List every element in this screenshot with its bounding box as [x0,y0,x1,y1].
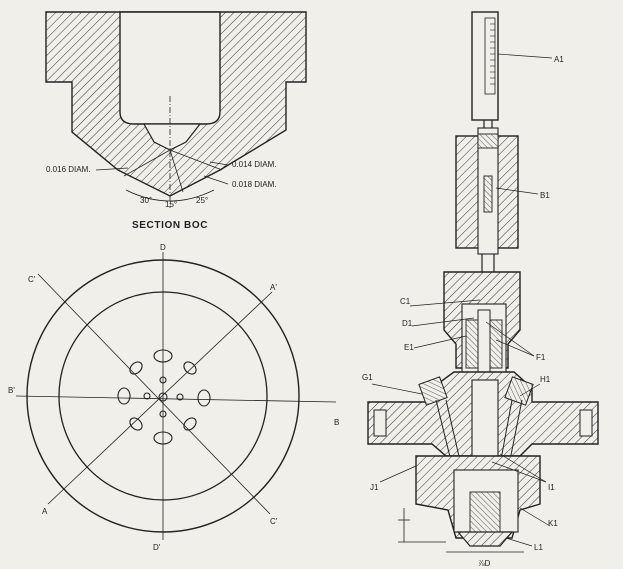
diam-label-right-bottom: 0.018 DIAM. [232,180,276,189]
nozzle-tip [456,531,514,547]
axis-c [37,273,271,515]
valve-stem [477,309,491,381]
part-label: I1 [548,483,555,492]
nozzle-tip-recess [142,123,202,151]
center-hole [158,392,168,402]
part-label: F1 [536,353,546,362]
orifice-hole [143,392,151,400]
leader-lines [371,53,553,547]
diam-label-right-top: 0.014 DIAM. [232,160,276,169]
spring-coil [483,175,493,213]
orifice-hole [117,387,131,405]
right-inlet-plug [504,376,534,406]
orifice-hole [183,417,197,431]
orifice-hole [159,376,167,384]
plan-label-lower-left: A [42,507,48,516]
orifice-line-mid [169,149,184,193]
leader-right-bottom [203,175,229,185]
orifice-hole [183,361,197,375]
orifice-hole [159,410,167,418]
orifice-hole [153,349,173,363]
needle-spring [469,491,501,533]
section-caption: SECTION BOC [132,220,208,231]
orifice-line-left [123,149,171,177]
part-label: K1 [548,519,558,528]
tube-ticks [490,23,495,85]
bottom-dimension-label: ⅞D [478,559,491,568]
plan-label-bottom: D' [153,543,161,552]
orifice-hole [129,417,143,431]
tube-scale [484,17,496,95]
orifice-hole [129,361,143,375]
plan-label-lower-right: C' [270,517,278,526]
plan-label-left: B' [8,386,15,395]
right-flange-hole [579,409,593,437]
plan-label-upper-right: A' [270,283,277,292]
plan-label-right: B [334,418,339,427]
orifice-hole [176,393,184,401]
part-label: E1 [404,343,414,352]
axis-a [47,291,273,505]
plan-label-upper-left: C' [28,275,36,284]
part-label: L1 [534,543,543,552]
plan-label-top: D [160,243,166,252]
section-view: 0.016 DIAM. 0.014 DIAM. 0.018 DIAM. 30° … [45,11,307,231]
thread-insert [477,133,499,149]
angle-arc [125,189,215,202]
part-label: H1 [540,375,551,384]
leader-left [95,167,129,171]
orifice-hole [197,389,211,407]
part-label: G1 [362,373,373,382]
angle-label-mid: 15° [165,200,177,209]
left-flange-hole [373,409,387,437]
top-tube [471,11,499,121]
leader-right-top [209,161,229,166]
plan-view: D D' C' C' A' A B' B [8,243,339,552]
part-label: A1 [554,55,564,64]
nozzle-bore [119,11,221,125]
orifice-line-right [169,149,223,171]
part-label: D1 [402,319,413,328]
diam-label-left: 0.016 DIAM. [46,165,90,174]
angle-label-right: 25° [196,196,208,205]
orifice-pattern [117,349,211,445]
orifice-hole [153,431,173,445]
angle-label-left: 30° [140,196,152,205]
axis-b [15,395,337,403]
part-label: C1 [400,297,411,306]
body-bore [471,379,499,461]
part-label: J1 [370,483,379,492]
part-label: B1 [540,191,550,200]
